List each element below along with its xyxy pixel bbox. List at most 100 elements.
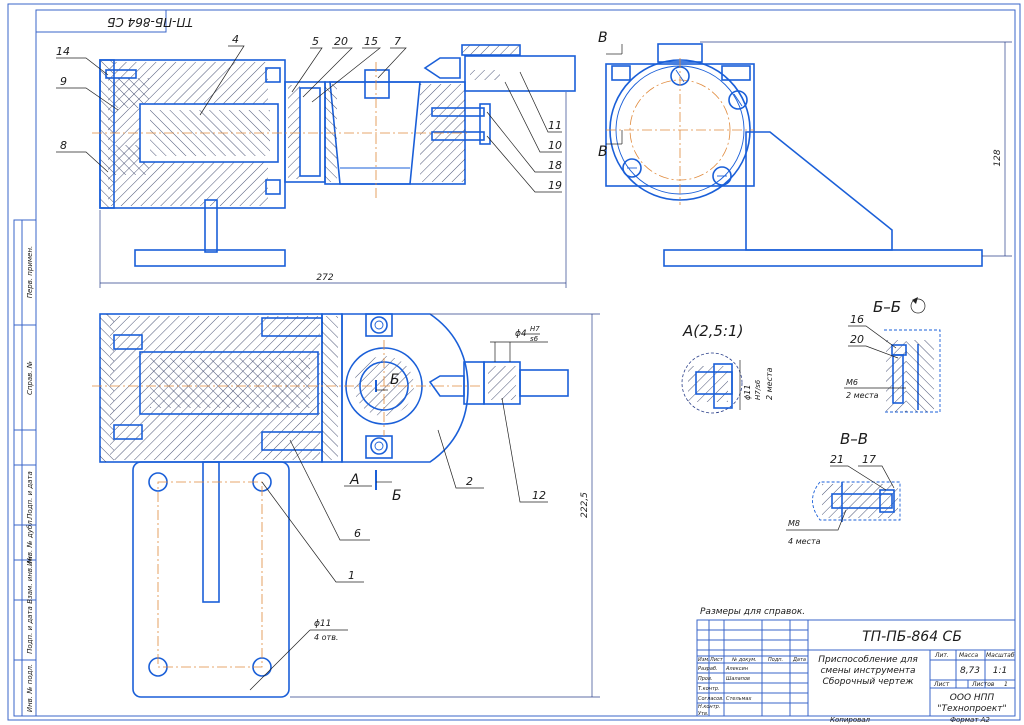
stamp-col-sign: Подп.	[768, 657, 783, 663]
dimension-phi11	[249, 629, 348, 691]
format-label: Формат А2	[950, 716, 990, 724]
cut-label-B-bottom: Б	[392, 488, 402, 504]
dim-2225-label: 222,5	[580, 492, 590, 518]
side-field-1: Перв. примен.	[26, 246, 34, 299]
callout-9: 9	[60, 75, 67, 88]
callout-10: 10	[548, 139, 562, 152]
mass-value: 8,73	[960, 666, 980, 676]
plan-view	[92, 313, 569, 698]
dim-272-label: 272	[316, 273, 333, 283]
side-field-3: Подп. и дата	[26, 471, 34, 519]
stamp-col-doc: № докум.	[731, 657, 757, 663]
dim-phi4: ϕ4	[515, 329, 527, 339]
dim-128-label: 128	[993, 149, 1003, 166]
stamp-role-5: Н.контр.	[698, 704, 720, 710]
detail-VV-21: 21	[830, 453, 844, 466]
side-field-7: Инв. № подл.	[26, 664, 34, 712]
stamp-role-4: Согласов.	[698, 696, 724, 702]
sheets-label: Листов	[971, 681, 995, 688]
title-block	[696, 619, 1016, 717]
side-field-5: Взам. инв. №	[26, 556, 34, 604]
dimension-2225	[290, 313, 600, 698]
header-mass: Масса	[959, 652, 978, 659]
detail-VV	[812, 481, 901, 522]
callout-1: 1	[348, 569, 355, 582]
stamp-role-2: Пров.	[698, 676, 713, 682]
copied-label: Копировал	[830, 716, 871, 724]
title-doc-code: ТП-ПБ-864 СБ	[862, 629, 962, 645]
detail-BB-thread: М6	[846, 378, 858, 387]
side-field-6: Подп. и дата	[26, 606, 34, 654]
title-line-2: смены инструмента	[820, 666, 915, 676]
callout-15: 15	[364, 35, 378, 48]
callout-7: 7	[394, 35, 401, 48]
detail-BB	[884, 329, 941, 413]
stamp-role-3: Т.контр.	[698, 686, 720, 692]
stamp-role-6: Утв.	[698, 711, 709, 717]
stamp-name-1: Алексин	[725, 666, 749, 672]
stamp-role-1: Разраб.	[698, 666, 718, 672]
callout-19: 19	[548, 179, 562, 192]
cut-label-V-top: В	[598, 30, 608, 46]
stamp-col-list: Лист	[709, 657, 724, 663]
callout-2: 2	[466, 475, 473, 488]
header-lit: Лит.	[934, 652, 949, 659]
callout-18: 18	[548, 159, 562, 172]
view-title-A: А(2,5:1)	[682, 322, 743, 340]
company-line-1: ООО НПП	[950, 693, 995, 703]
stamp-name-4: Стельмах	[726, 696, 751, 702]
callout-5: 5	[312, 35, 319, 48]
side-field-4: Инв. № дубл.	[26, 518, 34, 566]
sheets-value: 1	[1004, 681, 1008, 688]
reference-note: Размеры для справок.	[700, 607, 805, 617]
dim-phi4-fit-bot: s6	[530, 335, 539, 343]
dim-phi4-fit-top: H7	[530, 325, 540, 333]
company-line-2: "Технопроект"	[937, 704, 1006, 714]
view-title-BB: Б–Б	[873, 298, 901, 316]
detail-VV-thread: М8	[788, 519, 800, 528]
detail-A	[681, 352, 743, 414]
callout-8: 8	[60, 139, 67, 152]
callout-leaders-bottom	[261, 397, 548, 583]
title-line-3: Сборочный чертеж	[822, 677, 914, 687]
title-line-1: Приспособление для	[818, 655, 918, 665]
dim-phi11-note: 4 отв.	[314, 633, 338, 642]
callout-11: 11	[548, 119, 562, 132]
dim-phi11: ϕ11	[314, 619, 331, 629]
left-margin-strip	[13, 219, 37, 717]
callout-6: 6	[354, 527, 361, 540]
dimension-272	[99, 92, 567, 288]
callout-20: 20	[334, 35, 348, 48]
detail-A-dia: ϕ11	[743, 385, 752, 400]
callout-4: 4	[232, 33, 239, 46]
callout-leaders-top	[56, 45, 562, 193]
sheet-label: Лист	[933, 681, 950, 688]
stamp-col-date: Дата	[792, 657, 806, 663]
doc-code-top: ТП-ПБ-864 СБ	[107, 15, 193, 29]
cut-label-A: А	[349, 472, 360, 488]
detail-BB-20: 20	[850, 333, 864, 346]
detail-BB-note: 2 места	[846, 391, 879, 400]
detail-VV-17: 17	[862, 453, 876, 466]
detail-A-note: 2 места	[765, 367, 774, 400]
cut-marks-B	[375, 380, 392, 490]
header-scale: Масштаб	[986, 652, 1015, 659]
callout-14: 14	[56, 45, 70, 58]
detail-VV-leaders	[786, 465, 895, 531]
detail-BB-16: 16	[850, 313, 864, 326]
side-field-2: Справ. №	[26, 361, 34, 395]
rotate-icon	[910, 297, 926, 314]
detail-A-fit: H7/s6	[754, 379, 762, 400]
view-title-VV: В–В	[840, 430, 868, 448]
detail-VV-note: 4 места	[788, 537, 821, 546]
dimension-phi4	[490, 333, 548, 362]
callout-12: 12	[532, 489, 546, 502]
dimension-128	[700, 41, 1012, 257]
side-view	[605, 43, 983, 267]
stamp-col-izm: Изм.	[698, 657, 710, 663]
cut-label-B-top: Б	[390, 372, 400, 388]
stamp-name-2: Шалапов	[726, 676, 750, 682]
detail-BB-leaders	[844, 325, 906, 389]
front-section-view	[92, 44, 576, 267]
